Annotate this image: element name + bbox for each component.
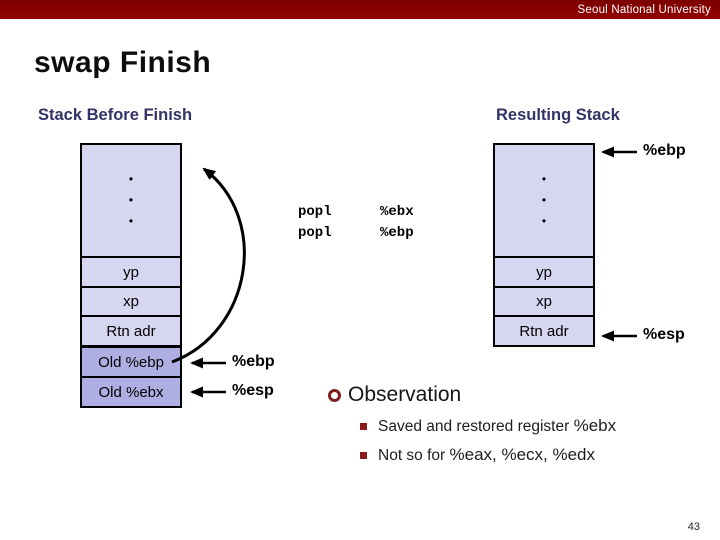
- stack-cell-yp: yp: [82, 256, 180, 286]
- right-ebp-label: %ebp: [643, 142, 686, 159]
- code-op: popl: [298, 204, 332, 220]
- stack-cell-yp: yp: [495, 256, 593, 286]
- item-text: Saved and restored register: [378, 418, 574, 435]
- observation-item-text: Not so for %eax, %ecx, %edx: [378, 445, 595, 465]
- right-esp-label: %esp: [643, 326, 685, 343]
- circle-bullet-icon: [328, 388, 341, 402]
- code-op: popl: [298, 225, 332, 241]
- stack-cell-ellipsis: • • •: [495, 145, 593, 256]
- observation-heading: Observation: [328, 383, 698, 407]
- observation-block: Observation Saved and restored register …: [328, 383, 698, 465]
- item-registers: %eax, %ecx, %edx: [449, 445, 596, 464]
- code-line-1: popl %ebx: [298, 202, 414, 223]
- resulting-stack: • • • yp xp Rtn adr: [493, 143, 595, 347]
- assembly-code: popl %ebx popl %ebp: [298, 202, 414, 244]
- stack-cell-ellipsis: • • •: [82, 145, 180, 256]
- observation-title: Observation: [348, 383, 462, 406]
- code-line-2: popl %ebp: [298, 223, 414, 244]
- stack-cell-xp: xp: [495, 286, 593, 315]
- stack-cell-old-ebx: Old %ebx: [82, 376, 180, 406]
- slide-title: swap Finish: [34, 46, 212, 79]
- stack-cell-rtn-adr: Rtn adr: [495, 315, 593, 345]
- left-ebp-label: %ebp: [232, 353, 275, 370]
- institution-bar: Seoul National University: [0, 0, 720, 19]
- stack-cell-xp: xp: [82, 286, 180, 315]
- left-stack-heading: Stack Before Finish: [38, 106, 193, 124]
- institution-name: Seoul National University: [577, 3, 711, 16]
- item-text: Not so for: [378, 447, 450, 464]
- left-esp-label: %esp: [232, 382, 274, 399]
- right-stack-heading: Resulting Stack: [496, 106, 620, 124]
- stack-before-finish: • • • yp xp Rtn adr Old %ebp Old %ebx: [80, 143, 182, 408]
- square-bullet-icon: [360, 451, 367, 459]
- stack-cell-rtn-adr: Rtn adr: [82, 315, 180, 345]
- code-arg: %ebp: [380, 225, 414, 241]
- observation-item-text: Saved and restored register %ebx: [378, 416, 616, 436]
- item-registers: %ebx: [573, 416, 617, 435]
- square-bullet-icon: [360, 422, 367, 430]
- page-number: 43: [687, 521, 700, 533]
- ellipsis-dots: • • •: [541, 172, 547, 228]
- ellipsis-dots: • • •: [128, 172, 134, 228]
- observation-item: Not so for %eax, %ecx, %edx: [360, 445, 698, 465]
- stack-cell-old-ebp: Old %ebp: [82, 345, 180, 376]
- code-arg: %ebx: [380, 204, 414, 220]
- old-ebp-curved-arrow: [171, 167, 246, 364]
- observation-item: Saved and restored register %ebx: [360, 416, 698, 436]
